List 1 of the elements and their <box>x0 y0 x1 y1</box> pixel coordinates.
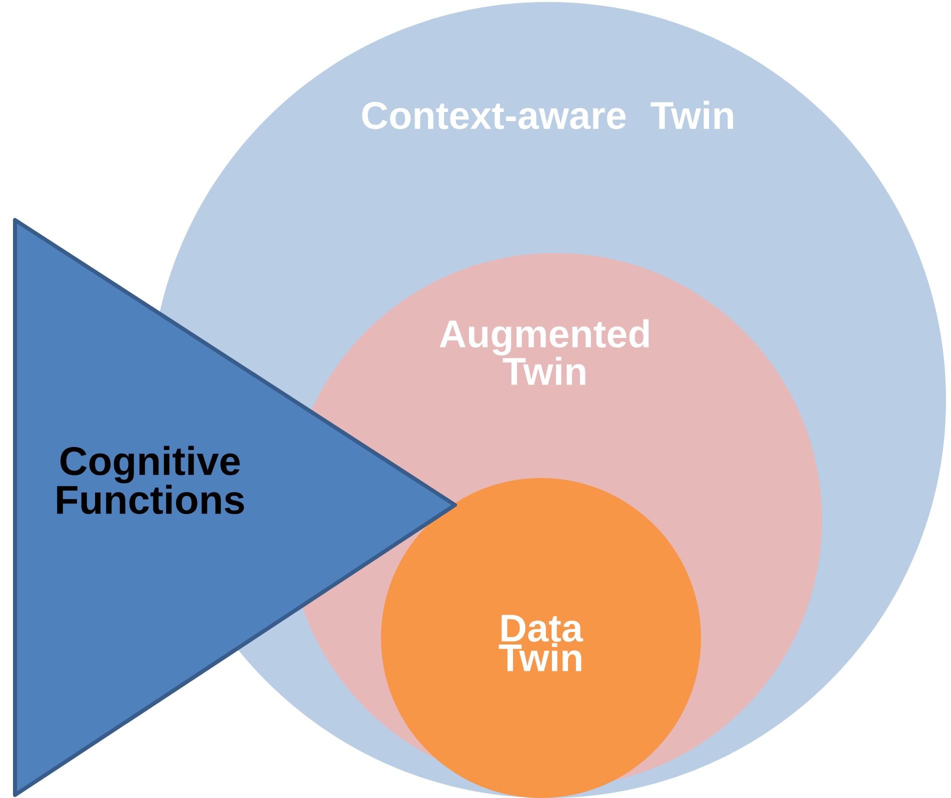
circle-region: Data Twin <box>381 478 701 798</box>
